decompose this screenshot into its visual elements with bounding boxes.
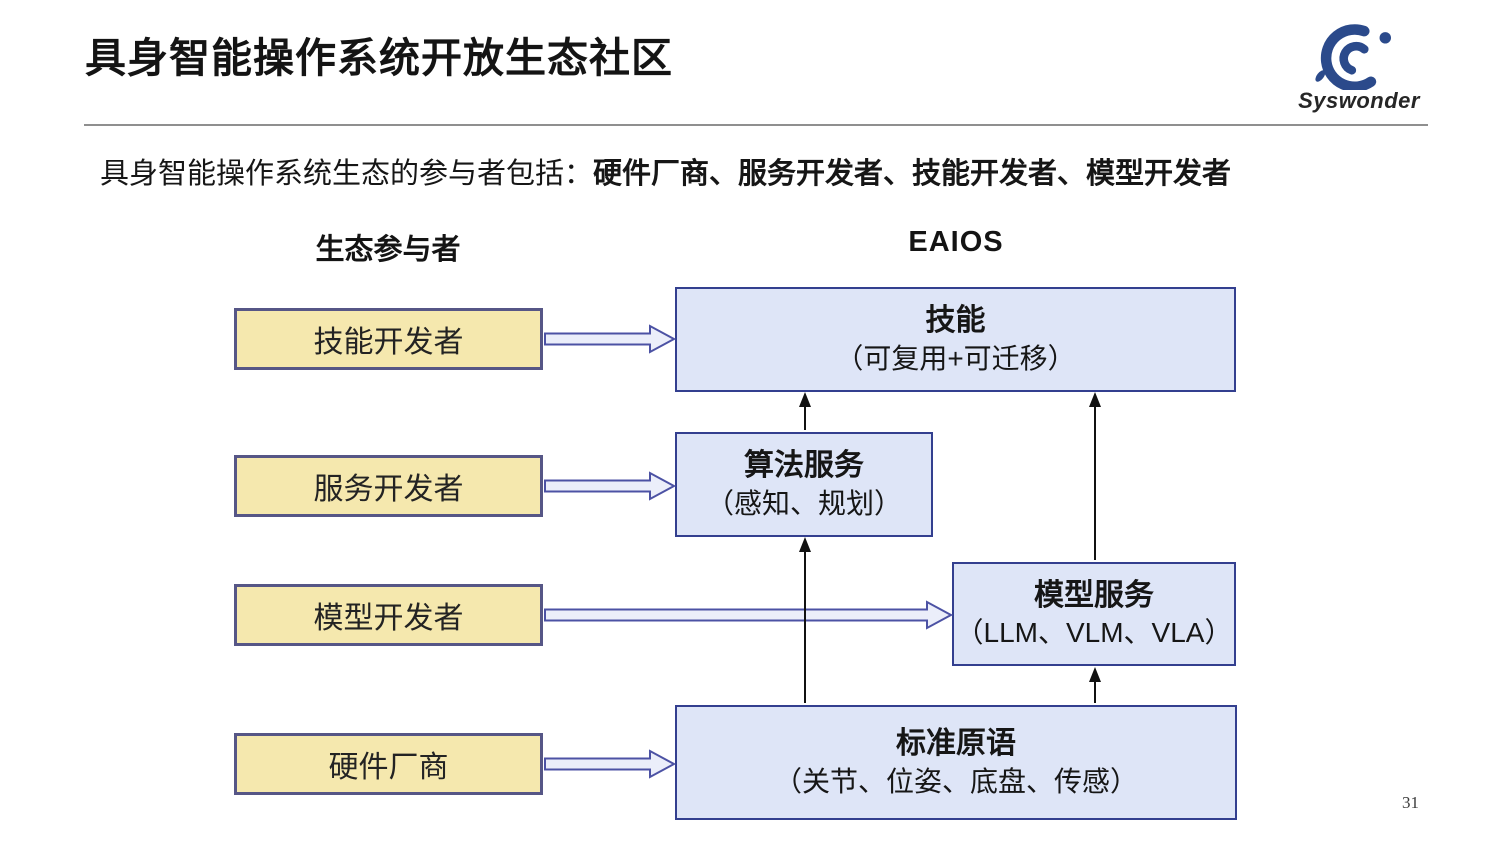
participant-box-service-developer: 服务开发者 <box>234 455 543 517</box>
box-title: 模型服务 <box>1034 578 1154 612</box>
column-header-participants: 生态参与者 <box>315 234 461 266</box>
subtitle-participant-list: 硬件厂商、服务开发者、技能开发者、模型开发者 <box>593 158 1232 190</box>
subtitle: 具身智能操作系统生态的参与者包括：硬件厂商、服务开发者、技能开发者、模型开发者 <box>100 150 1231 192</box>
flow-arrow-service-developer <box>544 471 677 501</box>
syswonder-logo-icon <box>1314 24 1391 90</box>
title-divider <box>84 124 1428 126</box>
page-title: 具身智能操作系统开放生态社区 <box>85 35 673 81</box>
participant-label: 技能开发者 <box>313 326 464 359</box>
participant-label: 模型开发者 <box>313 602 464 635</box>
flow-arrow-hardware-vendor <box>544 749 677 779</box>
participant-label: 服务开发者 <box>313 473 464 506</box>
box-title: 技能 <box>925 304 986 338</box>
participant-box-model-developer: 模型开发者 <box>234 584 543 646</box>
page-number: 31 <box>1402 793 1419 812</box>
flow-arrow-model-developer <box>544 600 954 630</box>
participant-box-hardware-vendor: 硬件厂商 <box>234 733 543 795</box>
box-title: 算法服务 <box>744 449 864 483</box>
arrowhead-algo-to-skill <box>799 392 811 407</box>
participant-box-skill-developer: 技能开发者 <box>234 308 543 370</box>
box-title: 标准原语 <box>896 727 1016 761</box>
arrowhead-primitive-to-model <box>1089 667 1101 682</box>
box-subtitle: （可复用+可迁移） <box>835 342 1076 374</box>
column-header-eaios: EAIOS <box>908 226 1004 258</box>
box-subtitle: （关节、位姿、底盘、传感） <box>773 765 1138 797</box>
arrowhead-primitive-to-algo <box>799 537 811 552</box>
participant-label: 硬件厂商 <box>328 751 449 784</box>
syswonder-logo: Syswonder <box>1294 20 1424 120</box>
flow-arrow-skill-developer <box>544 324 677 354</box>
eaios-box-algorithm-service: 算法服务 （感知、规划） <box>675 432 933 537</box>
arrowhead-model-to-skill <box>1089 392 1101 407</box>
box-subtitle: （感知、规划） <box>705 487 902 519</box>
eaios-box-skill: 技能 （可复用+可迁移） <box>675 287 1236 392</box>
box-subtitle: （LLM、VLM、VLA） <box>955 617 1233 649</box>
eaios-box-standard-primitives: 标准原语 （关节、位姿、底盘、传感） <box>675 705 1237 820</box>
eaios-box-model-service: 模型服务 （LLM、VLM、VLA） <box>952 562 1236 666</box>
subtitle-prefix: 具身智能操作系统生态的参与者包括： <box>100 158 594 190</box>
syswonder-logo-text: Syswonder <box>1298 88 1420 113</box>
